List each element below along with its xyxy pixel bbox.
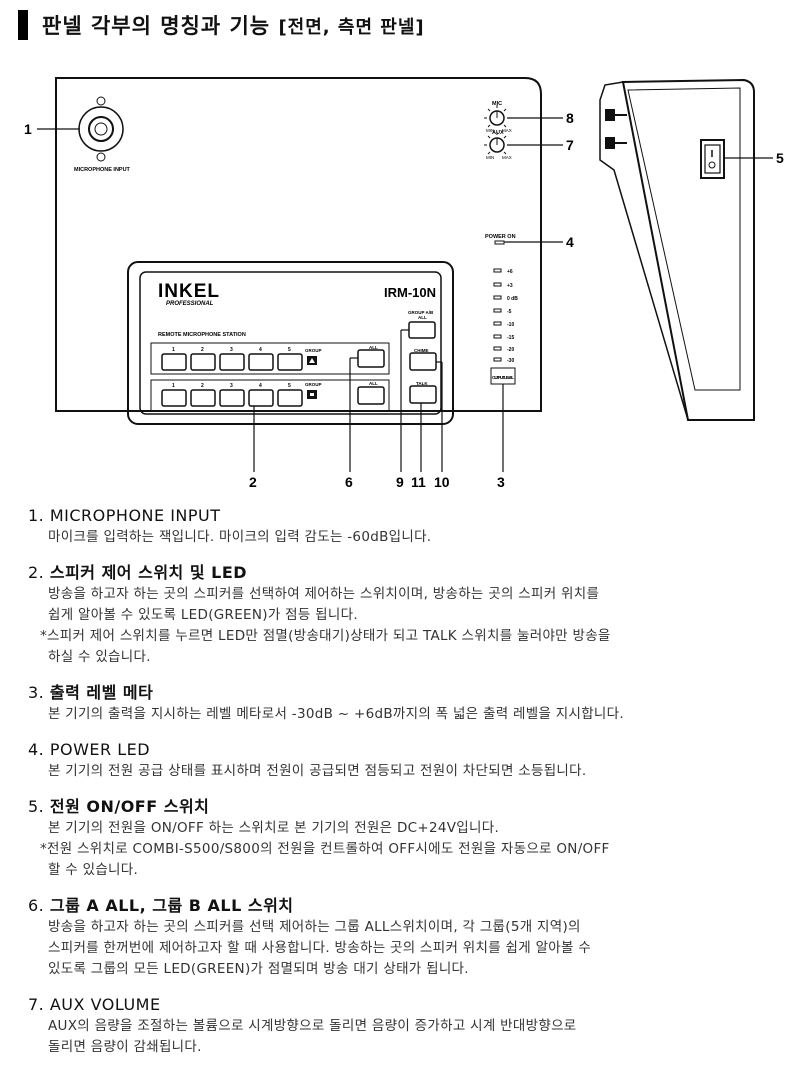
- svg-text:1: 1: [172, 383, 175, 389]
- brand-sub: PROFESSIONAL: [166, 301, 214, 307]
- output-level-meter: [493, 268, 502, 362]
- brand-logo: INKEL: [158, 281, 220, 302]
- section-2: 2. 스피커 제어 스위치 및 LED 방송을 하고자 하는 곳의 스피커를 선…: [28, 562, 793, 668]
- group-b-button-1: [161, 389, 187, 407]
- svg-text:MIN: MIN: [486, 128, 494, 133]
- station-panel: [127, 261, 454, 425]
- section-3: 3. 출력 레벨 메타 본 기기의 출력을 지시하는 레벨 메타로서 -30dB…: [28, 682, 793, 725]
- page-title: 판넬 각부의 명칭과 기능 [전면, 측면 판넬]: [42, 10, 425, 40]
- svg-text:3: 3: [230, 347, 233, 353]
- callout-9: 9: [396, 474, 404, 490]
- group-ab-all-button: [408, 321, 436, 339]
- group-b-all-button: [357, 386, 385, 405]
- mic-volume-knob: [484, 105, 510, 128]
- section-7: 7. AUX VOLUME AUX의 음량을 조절하는 볼륨으로 시계방향으로 …: [28, 994, 793, 1058]
- page-title-main: 판넬 각부의 명칭과 기능: [42, 14, 271, 38]
- front-panel-outline: [55, 77, 542, 412]
- callout-7: 7: [566, 137, 574, 153]
- svg-text:-10: -10: [507, 322, 514, 328]
- chime-button: [409, 352, 437, 371]
- svg-text:GROUP A/B: GROUP A/B: [408, 310, 434, 315]
- section-heading: 6. 그룹 A ALL, 그룹 B ALL 스위치: [28, 896, 294, 915]
- page-title-sub: [전면, 측면 판넬]: [278, 17, 425, 38]
- group-a-button-4: [248, 353, 274, 371]
- aux-label: AUX: [492, 130, 504, 136]
- callout-1: 1: [24, 121, 32, 137]
- group-a-button-1: [161, 353, 187, 371]
- callout-6: 6: [345, 474, 353, 490]
- group-b-button-2: [190, 389, 216, 407]
- station-label: REMOTE MICROPHONE STATION: [158, 332, 246, 338]
- callout-8: 8: [566, 110, 574, 126]
- svg-text:MAX: MAX: [502, 155, 512, 160]
- section-heading: 3. 출력 레벨 메타: [28, 683, 154, 702]
- model-name: IRM-10N: [384, 285, 436, 300]
- power-led: [494, 240, 505, 245]
- callout-4: 4: [566, 234, 574, 250]
- panel-diagram: 1 MICROPHONE INPUT MIC MIN MAX 8 AUX MIN…: [24, 77, 784, 490]
- svg-text:3: 3: [230, 383, 233, 389]
- section-6: 6. 그룹 A ALL, 그룹 B ALL 스위치 방송을 하고자 하는 곳의 …: [28, 895, 793, 980]
- svg-text:-5: -5: [507, 309, 512, 315]
- svg-text:+3: +3: [507, 283, 513, 289]
- aux-volume-knob: [484, 132, 510, 155]
- svg-text:+6: +6: [507, 269, 513, 275]
- group-a-all-button: [357, 349, 385, 368]
- group-b-button-4: [248, 389, 274, 407]
- talk-label: TALK: [416, 381, 428, 386]
- section-5: 5. 전원 ON/OFF 스위치 본 기기의 전원을 ON/OFF 하는 스위치…: [28, 796, 793, 881]
- group-a-button-2: [190, 353, 216, 371]
- callout-10: 10: [434, 474, 450, 490]
- svg-text:-20: -20: [507, 347, 514, 353]
- svg-text:1: 1: [172, 347, 175, 353]
- svg-text:4: 4: [259, 347, 262, 353]
- group-b-button-5: [277, 389, 303, 407]
- svg-text:-15: -15: [507, 335, 514, 341]
- power-on-label: POWER ON: [485, 234, 516, 240]
- side-panel: [599, 78, 755, 421]
- callout-2: 2: [249, 474, 257, 490]
- callout-11: 11: [411, 474, 426, 490]
- mic-jack: [78, 106, 124, 152]
- section-4: 4. POWER LED 본 기기의 전원 공급 상태를 표시하며 전원이 공급…: [28, 739, 793, 782]
- svg-text:2: 2: [201, 347, 204, 353]
- svg-text:0 dB: 0 dB: [507, 296, 518, 302]
- description-sections: 1. MICROPHONE INPUT 마이크를 입력하는 잭입니다. 마이크의…: [28, 505, 793, 1072]
- mic-input-label: MICROPHONE INPUT: [74, 167, 131, 173]
- svg-text:5: 5: [288, 383, 291, 389]
- group-b-label: GROUP: [305, 382, 322, 387]
- svg-text:2: 2: [201, 383, 204, 389]
- svg-text:4: 4: [259, 383, 262, 389]
- section-heading: 5. 전원 ON/OFF 스위치: [28, 797, 210, 816]
- output-level-label: OUTPUT LEVEL: [492, 375, 514, 380]
- title-bar-marker: [18, 10, 28, 40]
- callout-5: 5: [776, 150, 784, 166]
- callout-3: 3: [497, 474, 505, 490]
- svg-text:-30: -30: [507, 358, 514, 364]
- section-heading: 7. AUX VOLUME: [28, 995, 161, 1014]
- svg-text:5: 5: [288, 347, 291, 353]
- section-heading: 4. POWER LED: [28, 740, 151, 759]
- svg-text:ALL: ALL: [418, 315, 427, 320]
- svg-text:ALL: ALL: [369, 345, 378, 350]
- chime-label: CHIME: [414, 348, 429, 353]
- svg-text:ALL: ALL: [369, 381, 378, 386]
- svg-text:MAX: MAX: [502, 128, 512, 133]
- talk-button: [409, 385, 437, 404]
- section-heading: 1. MICROPHONE INPUT: [28, 506, 221, 525]
- mic-label: MIC: [492, 101, 502, 107]
- group-a-label: GROUP: [305, 348, 322, 353]
- section-1: 1. MICROPHONE INPUT 마이크를 입력하는 잭입니다. 마이크의…: [28, 505, 793, 548]
- group-b-button-3: [219, 389, 245, 407]
- svg-text:MIN: MIN: [486, 155, 494, 160]
- section-heading: 2. 스피커 제어 스위치 및 LED: [28, 563, 248, 582]
- group-a-button-5: [277, 353, 303, 371]
- group-a-button-3: [219, 353, 245, 371]
